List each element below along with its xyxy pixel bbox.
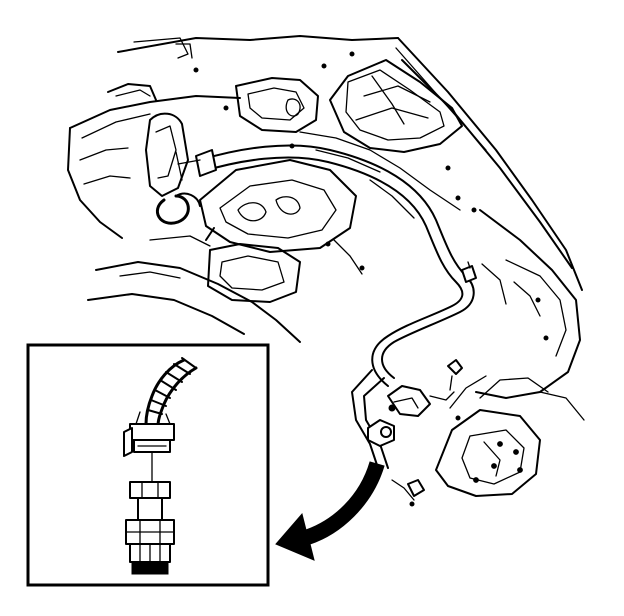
engine-bay-structure bbox=[67, 35, 585, 497]
harness-loom-ribs bbox=[147, 357, 197, 415]
pressure-switch-mount bbox=[367, 359, 463, 507]
refrigerant-line bbox=[175, 144, 477, 469]
callout-arrow bbox=[275, 461, 385, 561]
pressure-switch-detail bbox=[123, 357, 198, 575]
detail-inset bbox=[26, 343, 270, 587]
